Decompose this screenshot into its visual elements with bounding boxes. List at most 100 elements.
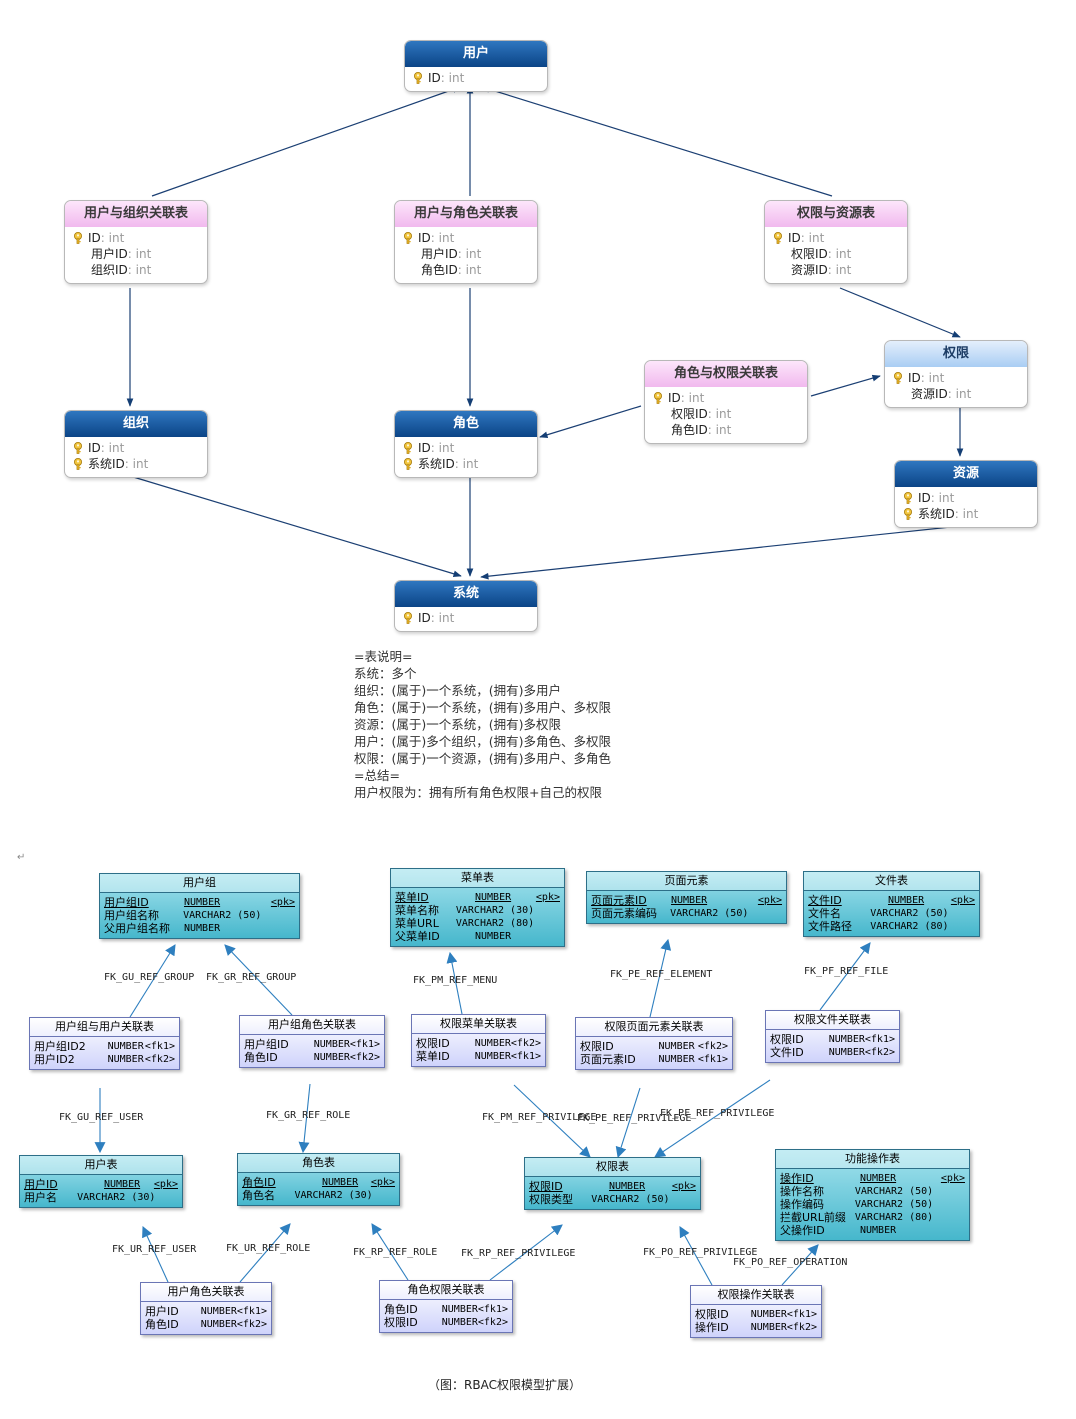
fk-gr-group-line: [224, 944, 293, 1016]
column-type: NUMBER: [671, 895, 708, 906]
entity-field: 权限ID: int: [645, 406, 807, 422]
field-sep: :: [457, 247, 466, 261]
fk-label-po-op: FK_PO_REF_OPERATION: [733, 1257, 848, 1268]
field-name: 角色ID: [671, 423, 708, 437]
fk-label-gr-role: FK_GR_REF_ROLE: [266, 1110, 351, 1121]
column-name: 角色ID: [145, 1318, 179, 1331]
table-title: 权限菜单关联表: [412, 1015, 545, 1034]
column-type: NUMBER: [750, 1309, 787, 1320]
key-icon: [904, 508, 912, 520]
field-type: int: [962, 507, 979, 521]
field-name: 资源ID: [791, 263, 828, 277]
column-name: 用户ID: [24, 1178, 58, 1191]
field-type: int: [448, 71, 465, 85]
field-sep: :: [827, 247, 836, 261]
key-icon: [74, 232, 82, 244]
column-key-tag: <pk>: [940, 1173, 965, 1184]
column-type: NUMBER: [441, 1317, 478, 1328]
entity-field: 组织ID: int: [65, 262, 207, 278]
column-type: NUMBER: [475, 892, 512, 903]
column-name: 角色ID: [242, 1176, 276, 1189]
field-type: int: [438, 231, 455, 245]
column-type: VARCHAR2 (80): [854, 1212, 934, 1223]
fk-label-pe-priv: FK_PE_REF_PRIVILEGE: [577, 1113, 692, 1124]
note-line: 用户权限为：拥有所有角色权限+自己的权限: [354, 785, 602, 800]
column-name: 页面元素编码: [591, 907, 657, 920]
fk-ur-role-line: [239, 1223, 291, 1283]
field-type: int: [715, 423, 732, 437]
field-type: int: [132, 457, 149, 471]
fk-pf-priv-line: [654, 1079, 771, 1158]
field-sep: :: [127, 247, 136, 261]
column-key-tag: <fk1>: [510, 1051, 541, 1062]
key-icon: [404, 442, 412, 454]
column-type: NUMBER: [828, 1047, 865, 1058]
field-sep: :: [827, 263, 836, 277]
column-type: VARCHAR2 (30): [294, 1190, 373, 1201]
column-type: NUMBER: [750, 1322, 787, 1333]
edge-role-perm-to-perm: [810, 374, 881, 397]
entity-field: 用户ID: int: [395, 246, 537, 262]
entity-field: ID: int: [895, 490, 1037, 506]
entity-field: 权限ID: int: [765, 246, 907, 262]
column-type: VARCHAR2 (30): [455, 905, 535, 916]
column-type: VARCHAR2 (80): [870, 921, 949, 932]
key-icon: [904, 492, 912, 504]
edge-perm-res-to-user: [481, 86, 833, 197]
note-line: 权限：(属于)一个资源，(拥有)多用户、多角色: [354, 751, 612, 766]
column-name: 文件名: [808, 907, 841, 920]
fk-label-gu-user: FK_GU_REF_USER: [59, 1112, 144, 1123]
column-name: 菜单名称: [395, 904, 439, 917]
fk-rp-priv-line: [489, 1224, 563, 1281]
column-name: 权限ID: [695, 1308, 729, 1321]
column-type: NUMBER: [184, 923, 221, 934]
column-key-tag: [933, 1198, 965, 1211]
column-key-tag: <fk1>: [349, 1039, 380, 1050]
entity-field: ID: int: [645, 390, 807, 406]
column-type: VARCHAR2 (30): [77, 1192, 156, 1203]
column-type: NUMBER: [313, 1052, 350, 1063]
column-type: NUMBER: [609, 1181, 646, 1192]
table-title: 用户表: [20, 1156, 182, 1175]
column-key-tag: [748, 907, 782, 920]
key-icon: [404, 458, 412, 470]
field-type: int: [438, 611, 455, 625]
column-name: 用户ID2: [34, 1053, 75, 1066]
table-title: 用户组: [100, 874, 299, 893]
